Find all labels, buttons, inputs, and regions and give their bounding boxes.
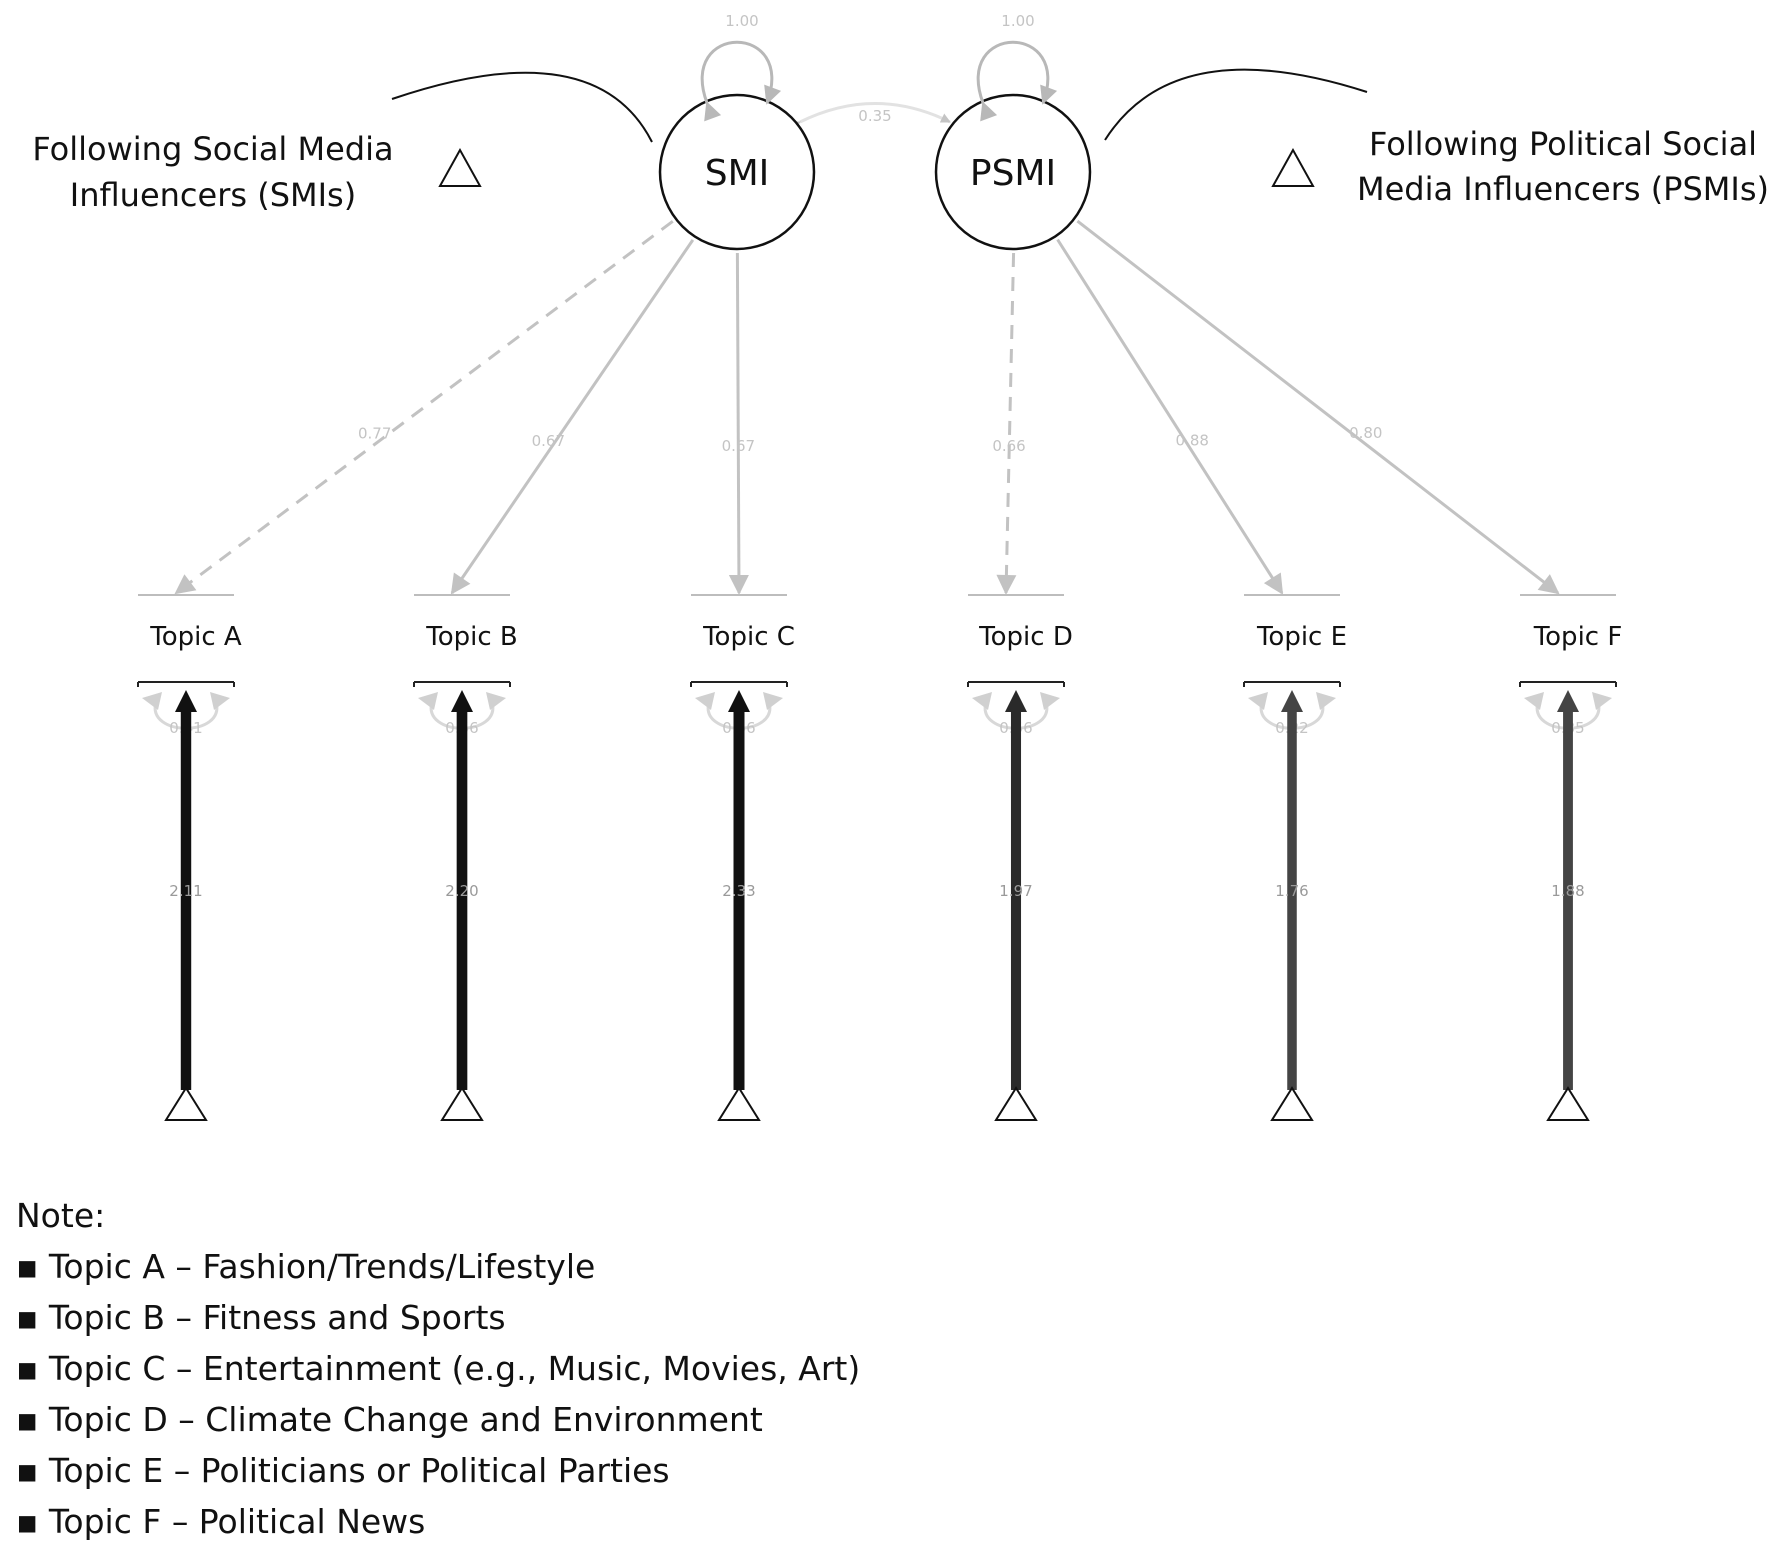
psmi-label-connector	[1104, 68, 1368, 141]
topic-e-intercept-arrowhead	[1281, 690, 1303, 712]
topic-f-residual-arrow-right	[1592, 692, 1612, 710]
note-item-topic-f: Topic F – Political News	[16, 1496, 860, 1547]
topic-e-residual-arrow-right	[1316, 692, 1336, 710]
covariance-value: 0.35	[858, 107, 891, 125]
smi-label-connector	[391, 71, 653, 143]
topic-c-node-bottom	[690, 681, 788, 687]
topic-e-intercept-value: 1.76	[1275, 882, 1308, 900]
topic-a-label: Topic A	[149, 622, 242, 652]
topic-d-node-bottom	[967, 681, 1065, 687]
smi-intercept-triangle	[438, 147, 482, 187]
topic-f-residual-arrow-left	[1524, 692, 1544, 710]
topic-a-intercept-arrowhead	[175, 690, 197, 712]
topic-f-node-bottom	[1519, 681, 1617, 687]
topic-d-intercept-triangle	[994, 1086, 1038, 1121]
topic-f-label: Topic F	[1533, 622, 1623, 652]
topic-f-loading-path	[1076, 219, 1560, 595]
topic-e-loading-path	[1056, 238, 1284, 595]
smi-description-line-1: Following Social Media	[32, 130, 393, 168]
topic-d-label: Topic D	[978, 622, 1073, 652]
topic-d-residual-arrow-left	[972, 692, 992, 710]
topic-a-residual-arrow-right	[210, 692, 230, 710]
topic-b-residual-arrow-right	[486, 692, 506, 710]
topic-b-intercept-arrowhead	[451, 690, 473, 712]
smi-variance-value: 1.00	[725, 12, 758, 30]
topic-c-intercept-arrowhead	[728, 690, 750, 712]
covariance-arrow	[789, 102, 951, 131]
topic-e-residual-arrow-left	[1248, 692, 1268, 710]
topic-f-intercept-arrowhead	[1557, 690, 1579, 712]
psmi-description-line-2: Media Influencers (PSMIs)	[1357, 170, 1769, 208]
note-item-topic-e: Topic E – Politicians or Political Parti…	[16, 1445, 860, 1496]
note-item-topic-d: Topic D – Climate Change and Environment	[16, 1394, 860, 1445]
topic-c-loading-value: 0.67	[722, 437, 755, 455]
smi-description-line-2: Influencers (SMIs)	[70, 176, 356, 214]
topic-b-label: Topic B	[425, 622, 518, 652]
topic-c-label: Topic C	[702, 622, 795, 652]
topic-c-residual-arrow-left	[695, 692, 715, 710]
topic-f-loading-value: 0.80	[1349, 424, 1382, 442]
topic-b-intercept-triangle	[440, 1086, 484, 1121]
note-block: Note: Topic A – Fashion/Trends/Lifestyle…	[16, 1190, 860, 1547]
topic-f-intercept-triangle	[1546, 1086, 1590, 1121]
topic-c-residual-arrow-right	[763, 692, 783, 710]
note-item-topic-a: Topic A – Fashion/Trends/Lifestyle	[16, 1241, 860, 1292]
topic-d-residual-arrow-right	[1040, 692, 1060, 710]
topic-e-intercept-triangle	[1270, 1086, 1314, 1121]
topic-a-loading-value: 0.77	[358, 424, 391, 442]
topic-b-loading-value: 0.67	[532, 432, 565, 450]
smi-latent-label: SMI	[705, 153, 770, 194]
psmi-variance-loop	[976, 40, 1058, 122]
topic-c-intercept-triangle	[717, 1086, 761, 1121]
topic-a-loading-path	[174, 220, 674, 595]
psmi-intercept-triangle	[1271, 147, 1315, 187]
topic-c-loading-path	[728, 252, 749, 595]
topic-b-residual-arrow-left	[418, 692, 438, 710]
topic-e-node-bottom	[1243, 681, 1341, 687]
topic-a-intercept-triangle	[164, 1086, 208, 1121]
note-item-topic-c: Topic C – Entertainment (e.g., Music, Mo…	[16, 1343, 860, 1394]
topic-e-loading-value: 0.88	[1176, 432, 1209, 450]
topic-d-intercept-arrowhead	[1005, 690, 1027, 712]
topic-d-loading-value: 0.66	[992, 437, 1025, 455]
topic-f-intercept-value: 1.88	[1551, 882, 1584, 900]
note-list: Topic A – Fashion/Trends/Lifestyle Topic…	[16, 1241, 860, 1547]
note-item-topic-b: Topic B – Fitness and Sports	[16, 1292, 860, 1343]
psmi-description-line-1: Following Political Social	[1369, 125, 1757, 163]
note-title: Note:	[16, 1196, 106, 1235]
topic-e-label: Topic E	[1256, 622, 1347, 652]
topic-a-node-bottom	[137, 681, 235, 687]
topic-b-intercept-value: 2.20	[445, 882, 478, 900]
topic-a-intercept-value: 2.11	[169, 882, 202, 900]
psmi-latent-label: PSMI	[970, 153, 1056, 194]
psmi-variance-value: 1.00	[1001, 12, 1034, 30]
smi-variance-loop	[700, 40, 782, 122]
topic-a-residual-arrow-left	[142, 692, 162, 710]
topic-b-loading-path	[450, 239, 695, 595]
topic-d-loading-path	[996, 252, 1017, 595]
topic-b-node-bottom	[413, 681, 511, 687]
topic-d-intercept-value: 1.97	[999, 882, 1032, 900]
topic-c-intercept-value: 2.33	[722, 882, 755, 900]
